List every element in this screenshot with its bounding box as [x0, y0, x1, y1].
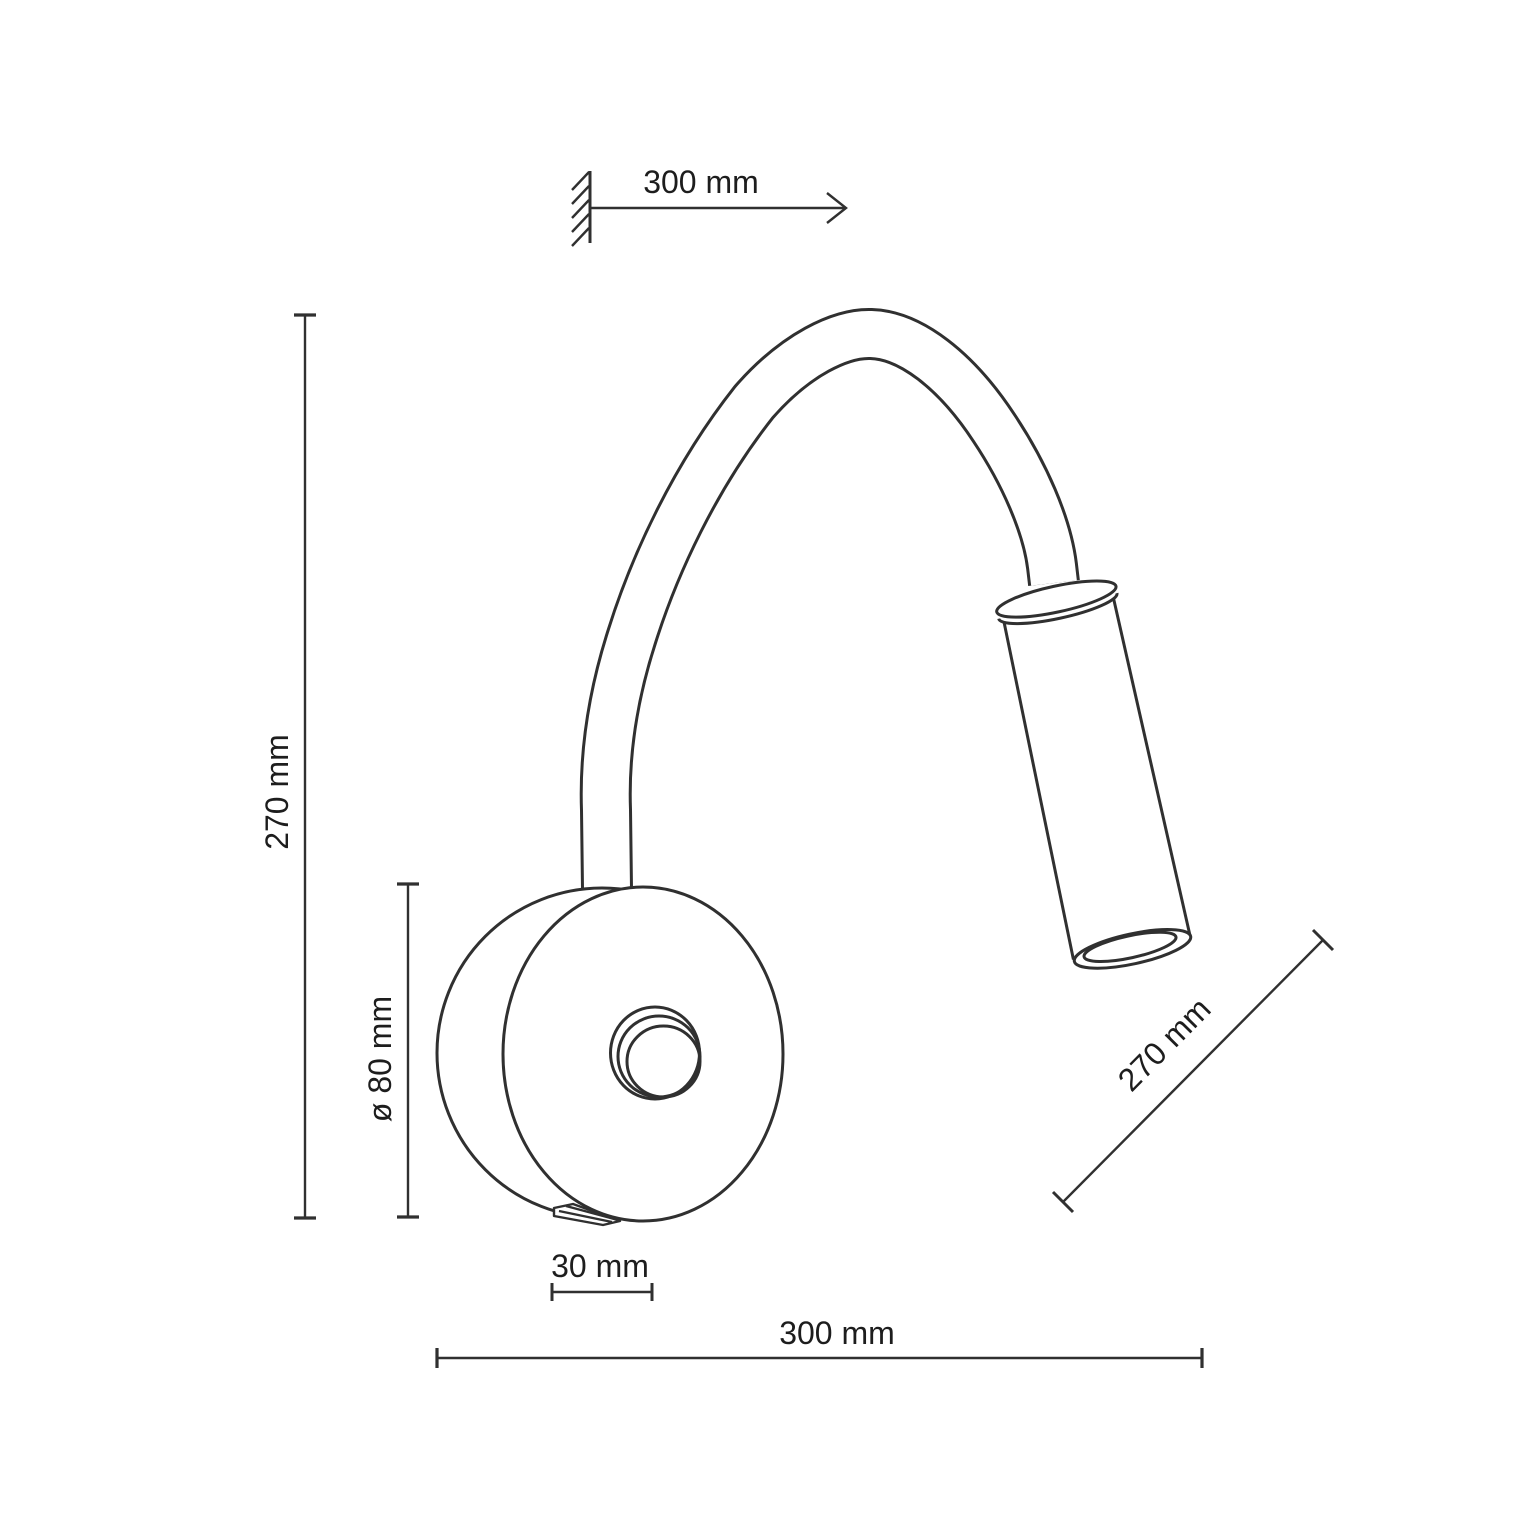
overall-width-dimension	[435, 1348, 1204, 1368]
button-cap	[625, 1024, 702, 1099]
arm-length-dim-label: 270 mm	[1111, 991, 1218, 1098]
dim-end-tick	[1311, 928, 1335, 952]
head-body-fill	[1003, 596, 1191, 962]
arrow-right-icon	[826, 192, 848, 224]
lamp-flex-arm	[579, 308, 1080, 890]
head-lens-opening	[1082, 930, 1178, 963]
flex-arm-body	[582, 311, 1077, 890]
head-bottom-rim	[1072, 928, 1193, 970]
lamp-wall-base	[435, 885, 785, 1227]
tab-detail-line	[558, 1209, 613, 1224]
base-diameter-dimension	[397, 882, 419, 1219]
lamp-head	[995, 579, 1193, 970]
tab-detail-line	[565, 1204, 619, 1222]
wall-hatch-icon	[571, 171, 592, 247]
wall-offset-dim-label: 300 mm	[643, 164, 759, 200]
arm-length-dim-line	[1062, 939, 1324, 1203]
overall-height-dim-label: 270 mm	[259, 734, 295, 850]
base-depth-dimension	[550, 1283, 654, 1301]
head-side-line	[1002, 619, 1075, 960]
head-collar-ring	[995, 579, 1118, 619]
overall-width-dim-label: 300 mm	[779, 1315, 895, 1351]
head-side-line	[1111, 595, 1192, 935]
base-diameter-dim-label: ø 80 mm	[362, 996, 398, 1122]
arm-length-dimension	[1051, 928, 1335, 1214]
base-depth-dim-label: 30 mm	[551, 1248, 649, 1284]
power-button[interactable]	[609, 1005, 702, 1101]
base-bottom-tab	[552, 1202, 622, 1227]
dim-end-tick	[1051, 1190, 1075, 1214]
wall-offset-dimension	[571, 171, 848, 247]
overall-height-dimension	[294, 313, 316, 1220]
